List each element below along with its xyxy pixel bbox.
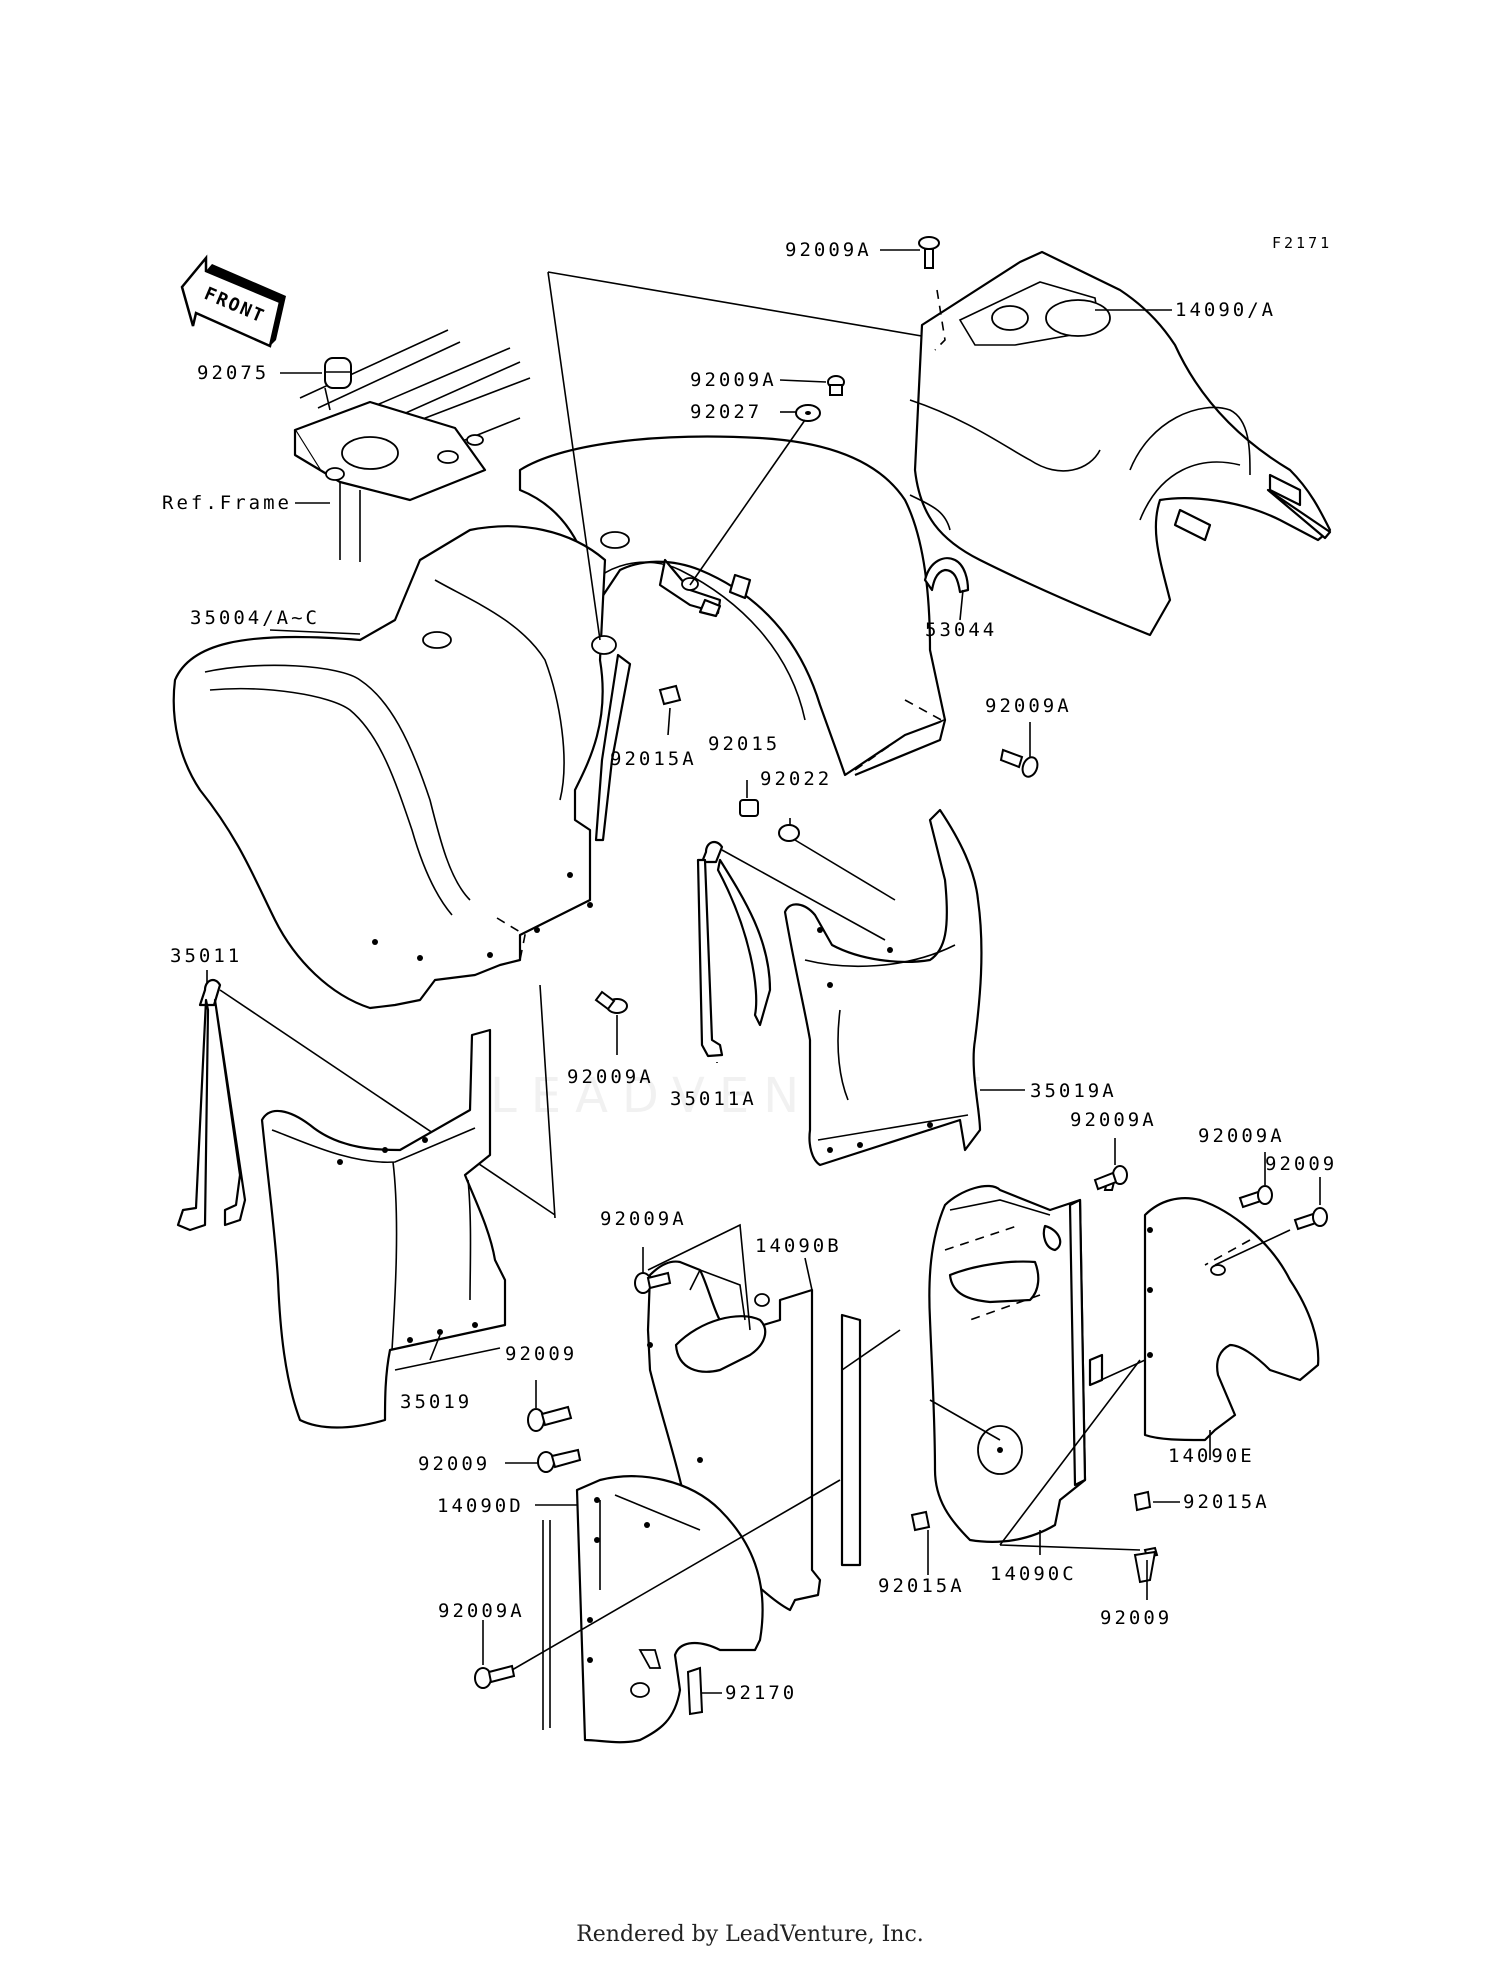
side-plate-14090D <box>575 1475 764 1744</box>
label-92022: 92022 <box>760 768 832 790</box>
bracket-35011A <box>696 840 886 1058</box>
label-14090C: 14090C <box>990 1563 1077 1585</box>
label-14090E: 14090E <box>1168 1445 1255 1467</box>
label-92009A: 92009A <box>1070 1109 1157 1131</box>
label-92009: 92009 <box>505 1343 577 1365</box>
label-92015A: 92015A <box>1183 1491 1270 1513</box>
clip-nut-92015A-c <box>1133 1490 1152 1512</box>
bolt-92009A-e <box>634 1271 672 1294</box>
label-92015A: 92015A <box>878 1575 965 1597</box>
bolt-92009-d <box>1133 1546 1159 1584</box>
side-cover-14090C <box>928 1185 1087 1543</box>
footer-credit: Rendered by LeadVenture, Inc. <box>576 1922 924 1947</box>
bolt-92009A-mid <box>827 375 845 396</box>
bolt-92009A-b <box>594 990 628 1014</box>
label-35011: 35011 <box>170 945 242 967</box>
bolt-92009A-d <box>1238 1185 1273 1209</box>
bolt-92009A-right <box>999 748 1039 778</box>
clip-nut-92015A-b <box>910 1510 931 1532</box>
label-92009: 92009 <box>1265 1153 1337 1175</box>
label-35011A: 35011A <box>670 1088 757 1110</box>
label-92009A: 92009A <box>567 1066 654 1088</box>
bracket-35011 <box>176 978 556 1232</box>
label-92009A: 92009A <box>785 239 872 261</box>
label-92009A: 92009A <box>438 1600 525 1622</box>
label-14090D: 14090D <box>437 1495 524 1517</box>
side-plate-14090E <box>1143 1197 1320 1442</box>
mudflap-35019 <box>260 1028 507 1429</box>
label-92015: 92015 <box>708 733 780 755</box>
label-92009: 92009 <box>1100 1607 1172 1629</box>
clip-53044 <box>923 557 970 594</box>
label-92015A: 92015A <box>610 748 697 770</box>
bolt-92009A-top <box>918 236 940 269</box>
label-92009A: 92009A <box>690 369 777 391</box>
bolt-92009A-c <box>1093 1165 1128 1191</box>
label-92170: 92170 <box>725 1682 797 1704</box>
label-53044: 53044 <box>925 619 997 641</box>
tank-cover-14090A <box>913 250 1332 637</box>
washer-92027 <box>795 404 821 422</box>
label-92027: 92027 <box>690 401 762 423</box>
clip-nut-92015A-a <box>658 684 682 706</box>
label-ref-frame: Ref.Frame <box>162 492 292 514</box>
label-35019A: 35019A <box>1030 1080 1117 1102</box>
ref-frame <box>293 329 531 562</box>
label-92009A: 92009A <box>1198 1125 1285 1147</box>
label-35004: 35004/A~C <box>190 607 320 629</box>
grommet-92022 <box>778 824 800 842</box>
label-35019: 35019 <box>400 1391 472 1413</box>
bolt-92009-a <box>1293 1207 1328 1231</box>
figure-code: F2171 <box>1272 234 1332 252</box>
bolt-92009-b <box>527 1405 573 1432</box>
mudflap-35019A <box>783 808 983 1167</box>
grommet-92075 <box>324 357 352 389</box>
label-92009: 92009 <box>418 1453 490 1475</box>
label-92009A: 92009A <box>600 1208 687 1230</box>
bolt-92009-c <box>537 1448 582 1473</box>
front-arrow-icon: FRONT <box>180 254 286 348</box>
rear-fender-35004-upper <box>518 435 947 777</box>
bolt-92009A-f <box>474 1664 516 1689</box>
label-14090A: 14090/A <box>1175 299 1276 321</box>
label-92009A: 92009A <box>985 695 1072 717</box>
strap-92170 <box>686 1666 704 1716</box>
nut-92015 <box>739 799 759 817</box>
label-14090B: 14090B <box>755 1235 842 1257</box>
label-92075: 92075 <box>197 362 269 384</box>
